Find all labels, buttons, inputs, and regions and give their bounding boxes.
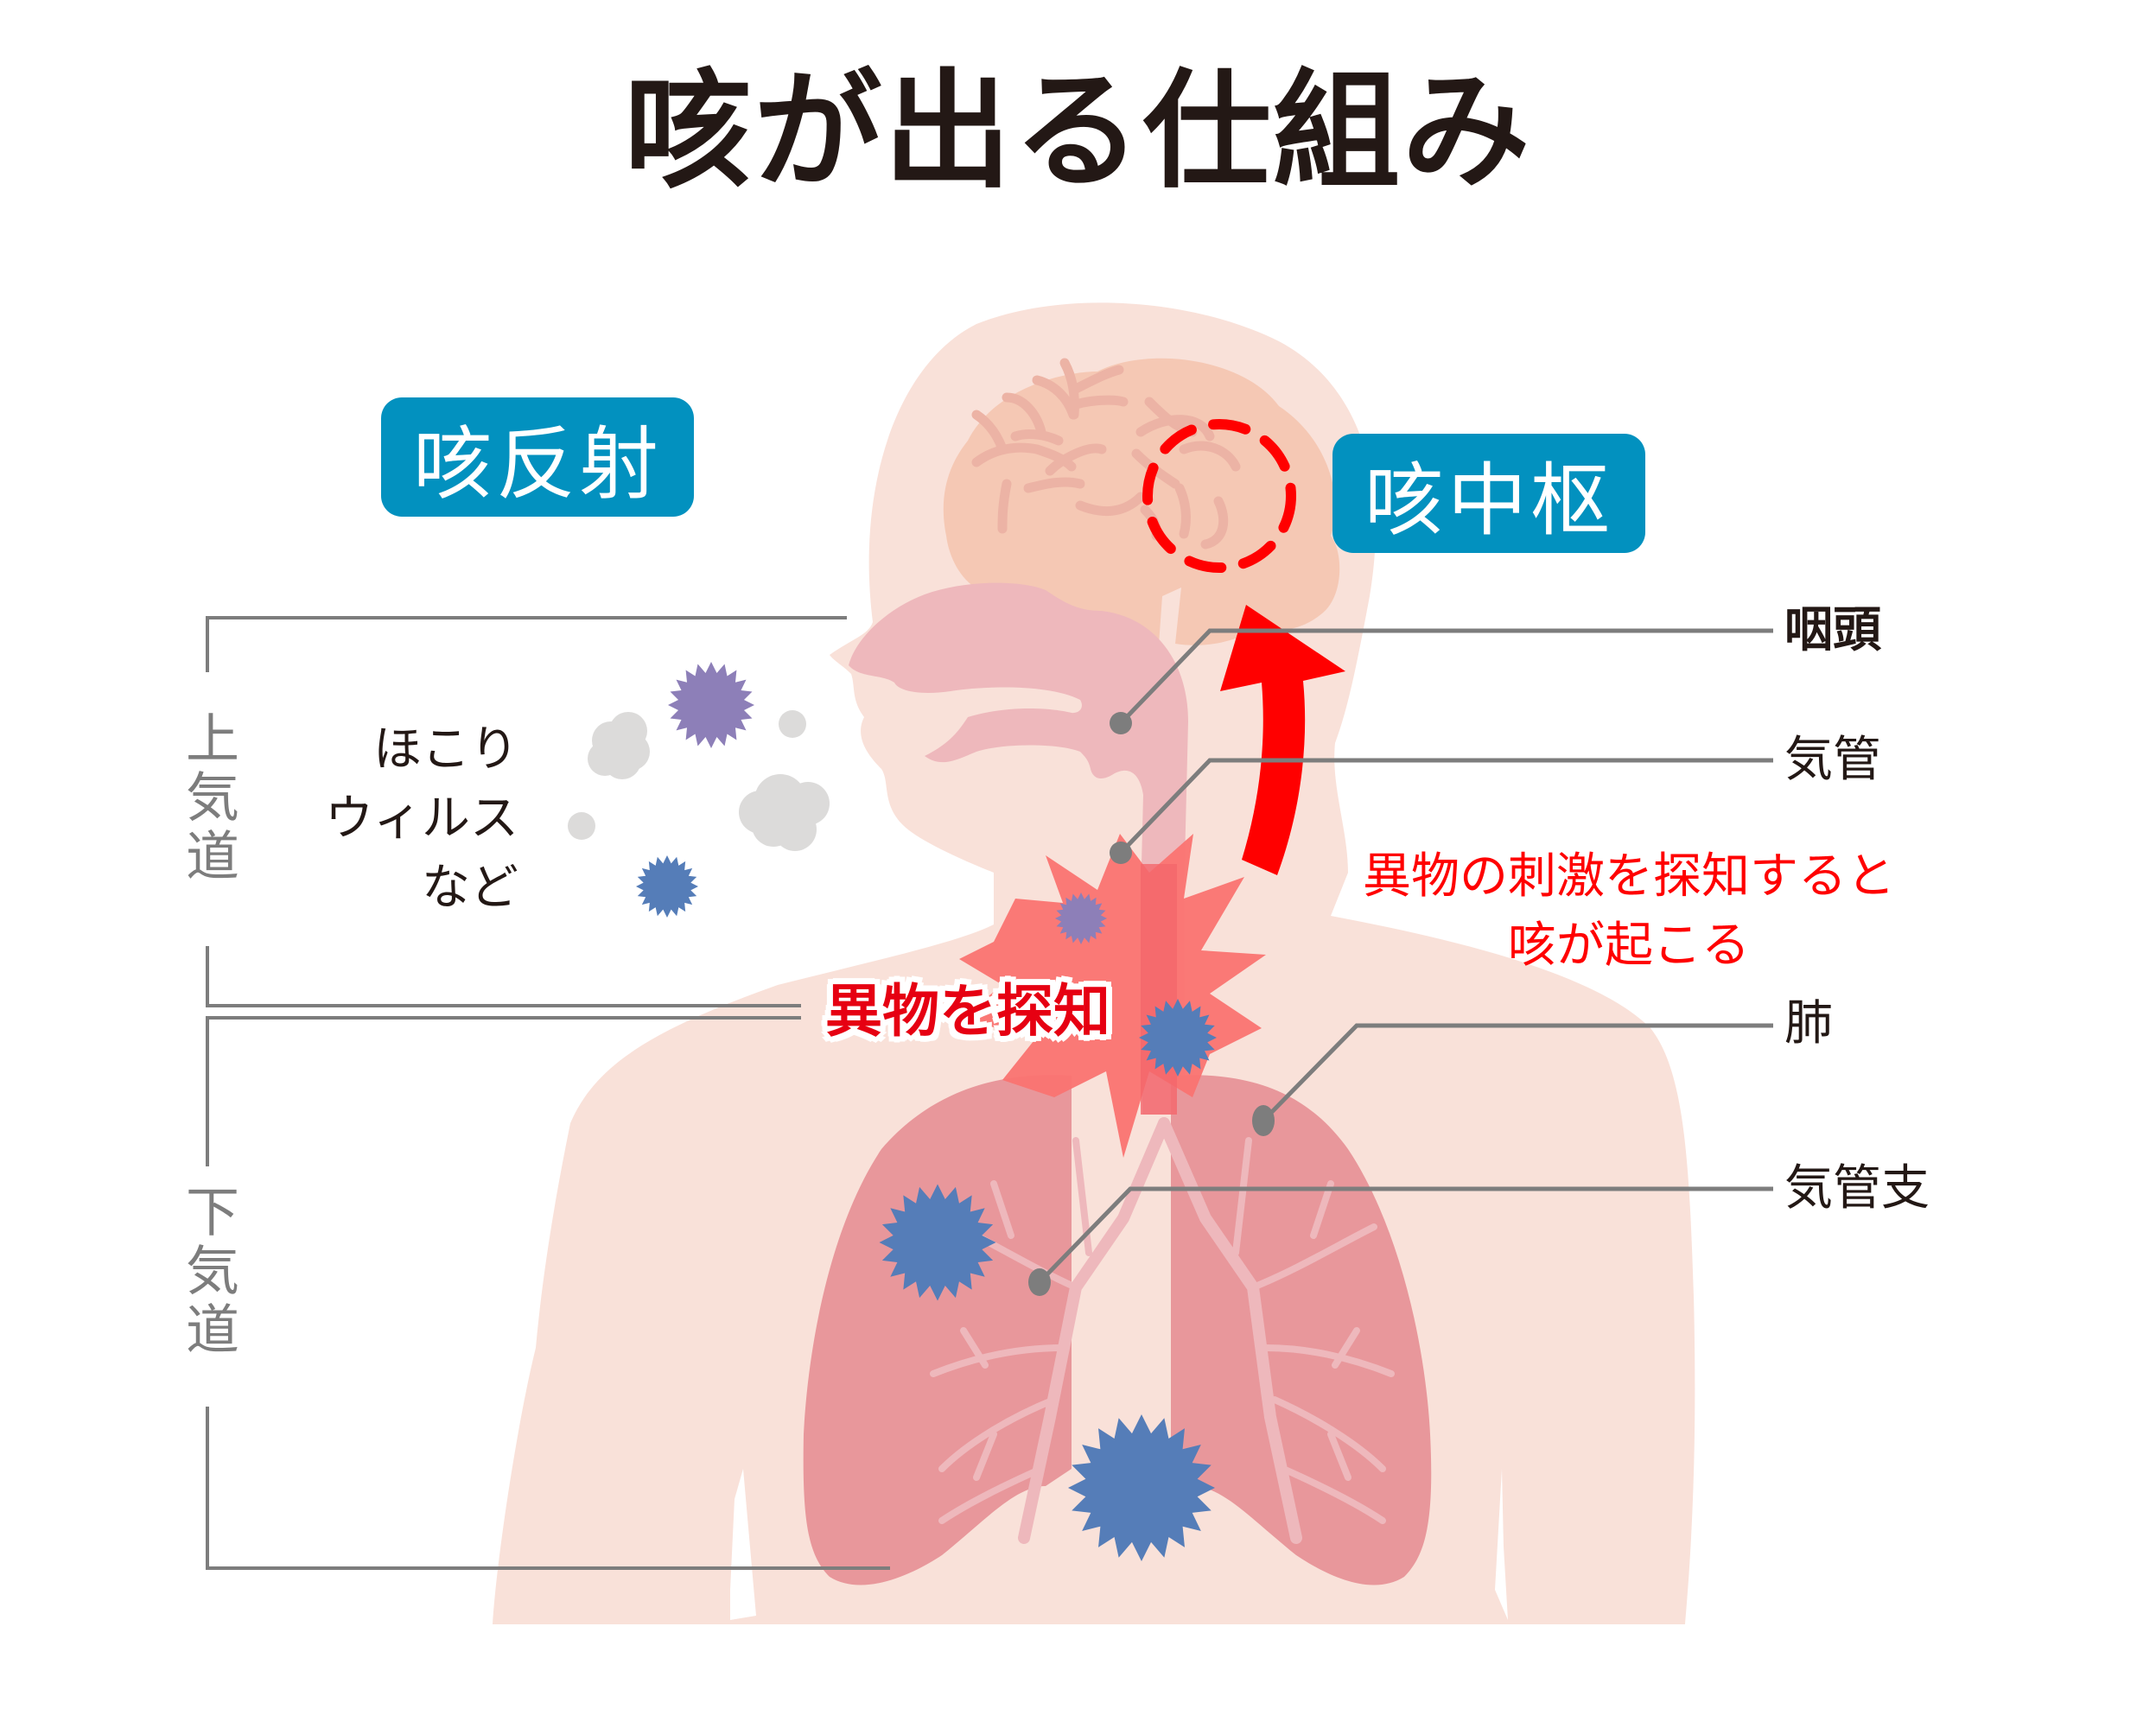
- lung-label: 肺: [1784, 995, 1833, 1051]
- reflex-arrow-icon: [1220, 605, 1345, 875]
- cough-center-highlight: [1142, 419, 1296, 573]
- cough-center-badge: 咳中枢: [1332, 434, 1645, 553]
- lower-airway-label: 下気道: [176, 1184, 239, 1360]
- page-title: 咳が出る仕組み: [624, 57, 1532, 206]
- lungs-icon: [803, 1075, 1432, 1585]
- brain-icon: [943, 358, 1340, 658]
- foreign-particles: [568, 662, 1217, 1561]
- cough-center-label: 咳中枢: [1364, 454, 1613, 547]
- trachea-label: 気管: [1784, 732, 1881, 788]
- airway-icon: [849, 582, 1188, 899]
- trigger-note: 異物の刺激を探知すると 咳が起こる: [1363, 848, 1895, 974]
- bronchi-label: 気管支: [1784, 1160, 1930, 1217]
- cough-reflex-label: 咳反射: [412, 417, 662, 511]
- pharynx-label: 咽頭: [1784, 602, 1881, 658]
- cough-reflex-badge: 咳反射: [381, 397, 694, 517]
- detect-foreign-body-label: 異物を探知: [825, 978, 1110, 1045]
- leader-lines: [1038, 628, 1773, 1284]
- foreign-particles-label: ほこり ウィルス など: [325, 721, 518, 916]
- airway-brackets: [206, 616, 890, 1570]
- upper-airway-label: 上気道: [176, 710, 239, 886]
- dust-icon: [568, 710, 830, 851]
- irritation-burst-icon: [959, 834, 1266, 1158]
